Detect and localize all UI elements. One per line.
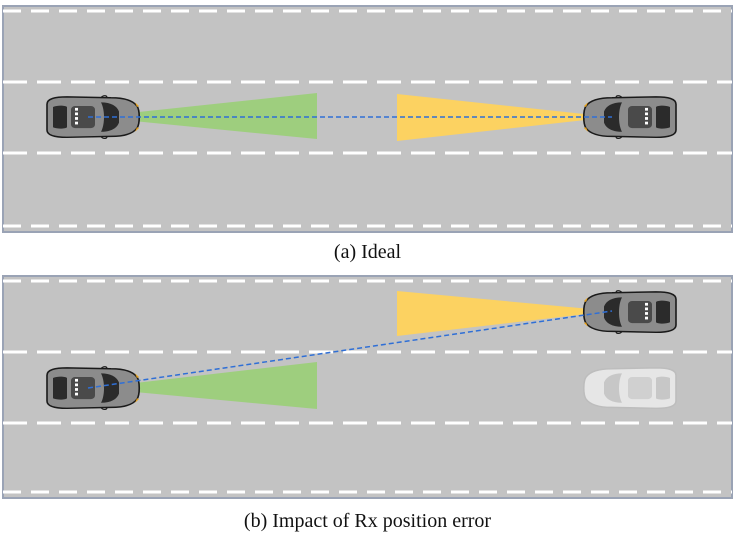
road-diagram-rx-error [2,275,733,499]
rx-beam [397,291,612,336]
caption-b: (b) Impact of Rx position error [243,510,492,532]
tx-beam [92,362,317,409]
caption-a: (a) Ideal [333,241,402,263]
tx-beam [92,93,317,139]
tx-car [46,94,141,140]
rx-car [584,291,676,334]
panel-ideal [0,0,735,236]
rx-car [584,96,676,139]
tx-car [46,365,141,411]
rx-car-ghost [582,367,677,410]
panel-rx-error [0,270,735,502]
road-diagram-ideal [2,5,733,233]
link-line [87,310,613,389]
